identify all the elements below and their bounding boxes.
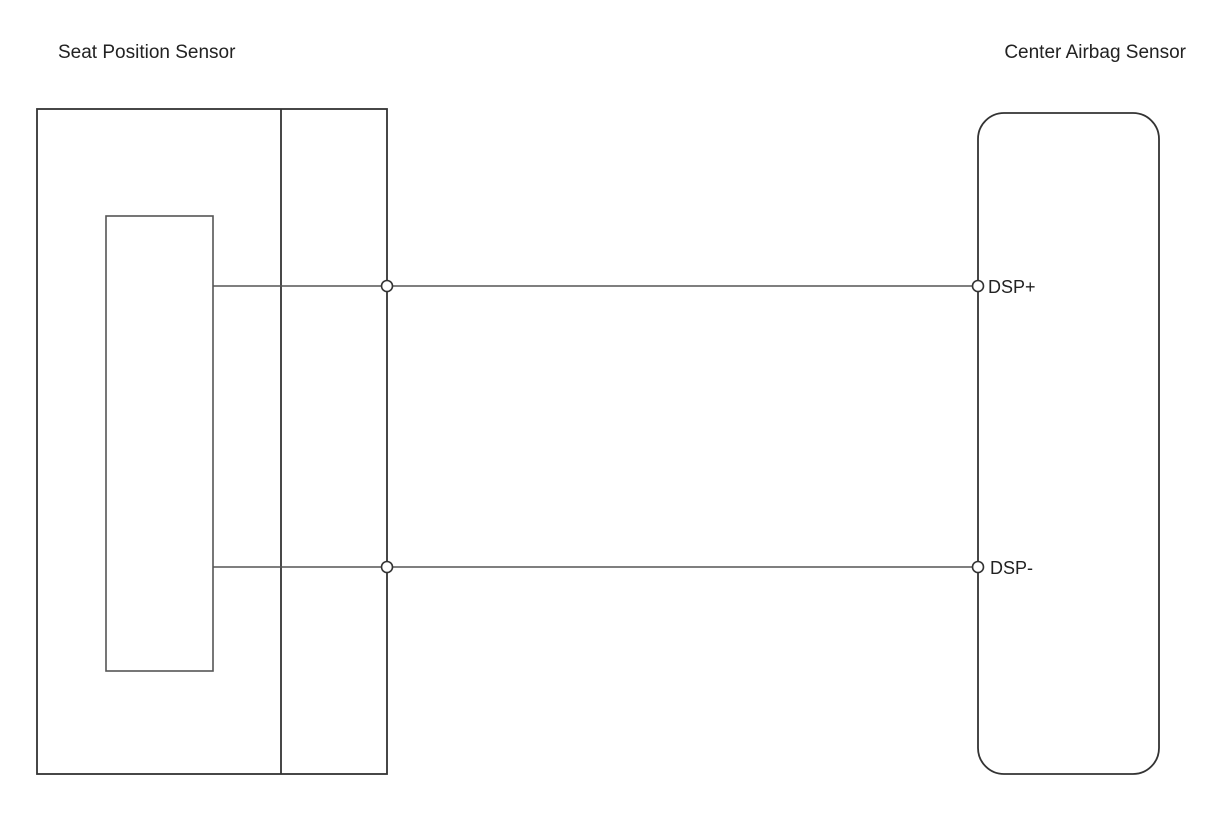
seat-position-sensor-housing — [36, 108, 388, 775]
pin-label-dsp-plus: DSP+ — [988, 277, 1036, 297]
center-airbag-sensor-body — [977, 112, 1160, 775]
airbag-sensor-terminal-dsp-plus — [971, 279, 985, 293]
center-airbag-sensor-title: Center Airbag Sensor — [1004, 42, 1186, 63]
seat-sensor-terminal-plus — [380, 279, 394, 293]
seat-sensor-terminal-minus — [380, 560, 394, 574]
seat-position-sensor-title: Seat Position Sensor — [58, 42, 236, 63]
seat-position-sensor-element — [105, 215, 214, 672]
airbag-sensor-terminal-dsp-minus — [971, 560, 985, 574]
pin-label-dsp-minus: DSP- — [990, 558, 1033, 578]
